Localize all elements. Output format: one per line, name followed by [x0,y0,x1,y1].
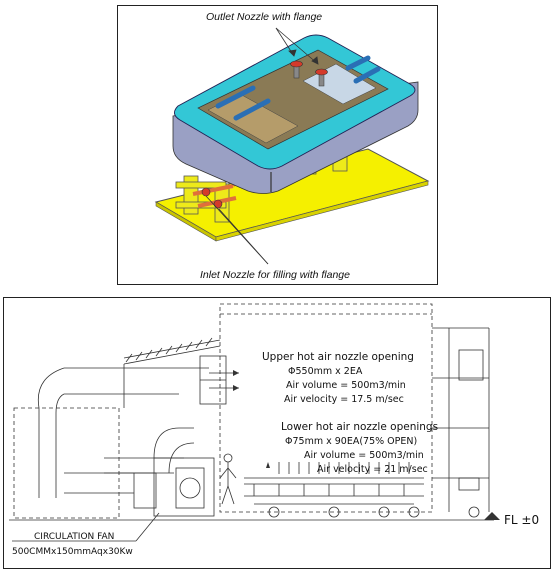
circulation-fan-spec: 500CMMx150mmAqx30Kw [12,547,133,557]
inlet-flange-2 [213,199,223,209]
elevation-drawing: FL ±0 Upper hot air nozzle opening Φ550m… [9,303,539,557]
main-duct [37,355,227,498]
lower-air-volume: Air volume = 500m3/min [304,450,424,461]
dashed-enclosure [219,303,433,513]
circulation-fan-housing [64,457,215,517]
inlet-flange-1 [201,187,211,197]
lower-nozzle-arrows [278,462,410,474]
blue-tubes [215,55,381,121]
outlet-leader-arrows [275,27,319,65]
left-dashed-room [13,407,120,519]
inlet-leader-lines [205,195,269,265]
upper-air-volume: Air volume = 500m3/min [286,380,406,391]
cart-wheels [268,506,480,518]
elevation-drawing-panel: FL ±0 Upper hot air nozzle opening Φ550m… [3,297,551,569]
inlet-nozzle-label: Inlet Nozzle for filling with flange [200,269,350,281]
floor-level-marker [484,512,500,520]
duct-roof [123,337,221,408]
lower-nozzle-title: Lower hot air nozzle openings [281,421,438,433]
upper-nozzle-title: Upper hot air nozzle opening [262,351,414,363]
lower-nozzle-size: Φ75mm x 90EA(75% OPEN) [285,436,417,447]
right-tower [432,327,490,512]
upper-air-velocity: Air velocity = 17.5 m/sec [284,394,404,405]
model-illustration: Outlet Nozzle with flange Inlet Nozzle f… [154,11,430,281]
outlet-nozzles [290,60,328,87]
circulation-fan-label: CIRCULATION FAN [34,532,114,542]
fan-callout-leader [12,512,160,542]
lower-platform [244,477,424,505]
outlet-nozzle-label: Outlet Nozzle with flange [206,11,322,23]
model-illustration-panel: Outlet Nozzle with flange Inlet Nozzle f… [117,5,438,285]
operator-figure [219,453,237,505]
lower-air-velocity: Air velocity = 21 m/sec [317,464,428,475]
floor-level-label: FL ±0 [504,513,539,527]
upper-nozzle-size: Φ550mm x 2EA [288,366,363,377]
